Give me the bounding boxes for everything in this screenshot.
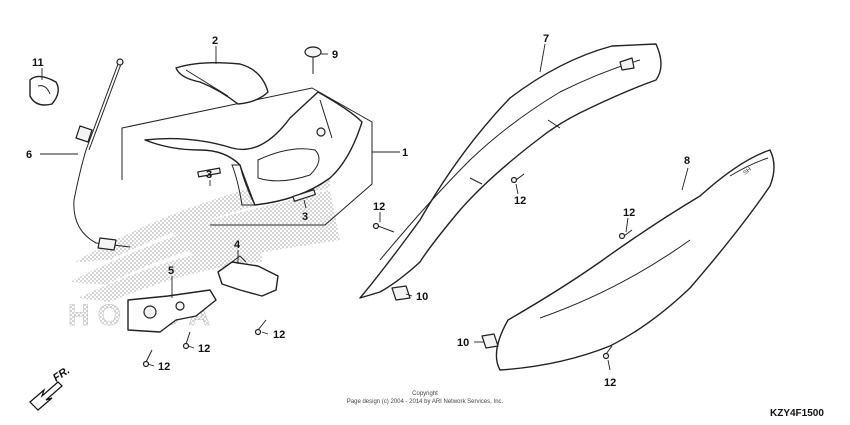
callout-6[interactable]: 6 — [26, 149, 32, 161]
callout-12-a[interactable]: 12 — [373, 201, 385, 213]
part-1-group-bracket — [121, 87, 373, 226]
callout-3-upper[interactable]: 3 — [206, 169, 212, 181]
part-7-side-cover-left[interactable] — [359, 43, 662, 299]
part-3-clip-a[interactable] — [197, 167, 221, 178]
callout-7[interactable]: 7 — [543, 33, 549, 45]
callout-5[interactable]: 5 — [168, 265, 174, 277]
leader-lines — [40, 43, 689, 371]
copyright-line-1: Copyright — [412, 391, 438, 397]
direction-label: FR. — [51, 364, 72, 384]
callout-8[interactable]: 8 — [684, 155, 690, 167]
callout-9[interactable]: 9 — [332, 49, 338, 61]
part-6-seat-lock-cable[interactable] — [73, 58, 131, 251]
callout-12-g[interactable]: 12 — [158, 361, 170, 373]
part-9-bolt[interactable] — [304, 46, 322, 74]
part-1-luggage-box[interactable] — [144, 91, 363, 206]
arrow-left-down-icon — [29, 381, 63, 411]
svg-text:SH: SH — [743, 167, 753, 177]
part-4-latch[interactable] — [217, 255, 279, 297]
callout-10-lower[interactable]: 10 — [457, 337, 469, 349]
copyright-line-2: Page design (c) 2004 - 2014 by ARI Netwo… — [347, 399, 504, 405]
callout-1[interactable]: 1 — [402, 147, 408, 159]
callout-12-d[interactable]: 12 — [604, 377, 616, 389]
part-10-clip-a[interactable] — [391, 285, 411, 301]
part-2-cover[interactable] — [175, 61, 269, 105]
callout-4[interactable]: 4 — [234, 239, 241, 251]
part-11-clamp[interactable] — [29, 75, 59, 106]
callout-10-upper[interactable]: 10 — [416, 291, 428, 303]
part-12-screws[interactable] — [142, 173, 633, 368]
part-8-side-cover-right[interactable]: SH — [495, 149, 775, 371]
callout-12-b[interactable]: 12 — [514, 195, 526, 207]
callout-3-lower[interactable]: 3 — [302, 211, 308, 223]
part-10-clip-b[interactable] — [481, 333, 499, 349]
callout-12-f[interactable]: 12 — [198, 343, 210, 355]
diagram-code: KZY4F1500 — [770, 408, 824, 419]
callout-12-e[interactable]: 12 — [273, 329, 285, 341]
callout-12-c[interactable]: 12 — [623, 207, 635, 219]
callout-11[interactable]: 11 — [32, 57, 44, 69]
part-3-clip-b[interactable] — [292, 189, 316, 202]
part-5-lock-assembly[interactable] — [127, 289, 217, 333]
callout-2[interactable]: 2 — [212, 35, 218, 47]
